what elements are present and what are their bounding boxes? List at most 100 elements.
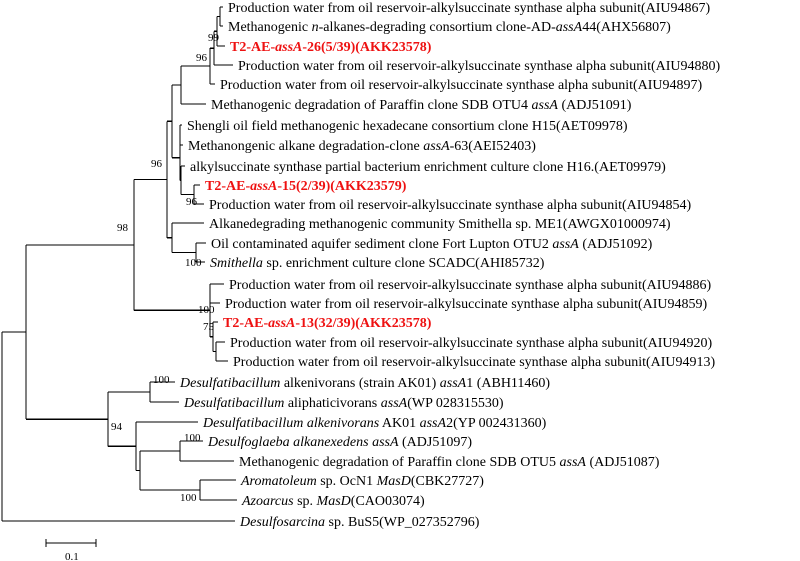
leaf-label-10: T2-AE-assA-15(2/39)(AKK23579): [205, 179, 407, 194]
leaf-label-25-part-1: Aromatoleum: [240, 474, 317, 489]
leaf-label-25: Aromatoleum sp. OcN1 MasD(CBK27727): [240, 474, 484, 489]
leaf-label-13: Oil contaminated aquifer sediment clone …: [211, 237, 653, 252]
leaf-label-20-part-1: Desulfatibacillum: [179, 376, 280, 391]
leaf-label-21: Desulfatibacillum aliphaticivorans assA(…: [183, 396, 504, 411]
bootstrap-value-9: 100: [153, 374, 170, 386]
bootstrap-value-11: 100: [184, 432, 201, 444]
leaf-label-25-part-2: sp. OcN1: [317, 474, 377, 489]
leaf-label-2-part-4: assA: [556, 20, 583, 35]
leaf-label-26: Azoarcus sp. MasD(CAO03074): [241, 494, 425, 509]
bootstrap-value-6: 100: [185, 257, 202, 269]
leaf-label-26-part-1: Azoarcus: [241, 494, 294, 509]
leaf-label-8-part-2: assA: [423, 139, 450, 154]
leaf-label-23-part-1: Desulfoglaeba alkanexedens assA: [207, 435, 399, 450]
leaf-label-12: Alkanedegrading methanogenic community S…: [209, 217, 671, 232]
leaf-label-15-part-1: Production water from oil reservoir-alky…: [229, 278, 712, 293]
leaf-label-22-part-1: Desulfatibacillum alkenivorans: [202, 416, 380, 431]
leaf-label-6-part-2: assA: [532, 98, 559, 113]
leaf-label-2-part-1: Methanogenic: [228, 20, 312, 35]
leaf-label-21-part-3: assA: [381, 396, 408, 411]
leaf-label-19: Production water from oil reservoir-alky…: [233, 355, 716, 370]
leaf-label-24-part-1: Methanogenic degradation of Paraffin clo…: [239, 455, 560, 470]
leaf-label-17-part-2: assA: [268, 316, 295, 331]
leaf-label-25-part-3: MasD: [376, 474, 411, 489]
leaf-label-17-part-1: T2-AE-: [223, 316, 268, 331]
leaf-label-6: Methanogenic degradation of Paraffin clo…: [211, 98, 632, 113]
leaf-label-8-part-1: Methanongenic alkane degradation-clone: [188, 139, 423, 154]
tree-branches: [1, 6, 237, 522]
scale-bar: 0.1: [45, 539, 97, 561]
leaf-label-8: Methanongenic alkane degradation-clone a…: [188, 139, 536, 154]
leaf-label-3-part-1: T2-AE-: [230, 40, 275, 55]
leaf-label-21-part-4: (WP 028315530): [407, 396, 504, 411]
leaf-label-9-part-1: alkylsuccinate synthase partial bacteriu…: [190, 160, 666, 175]
leaf-label-5: Production water from oil reservoir-alky…: [220, 78, 703, 93]
bootstrap-value-3: 96: [151, 158, 163, 170]
leaf-label-4-part-1: Production water from oil reservoir-alky…: [238, 59, 721, 74]
leaf-label-1: Production water from oil reservoir-alky…: [228, 1, 711, 16]
leaf-label-17-part-3: -13(32/39)(AKK23578): [295, 316, 431, 331]
leaf-label-6-part-1: Methanogenic degradation of Paraffin clo…: [211, 98, 532, 113]
bootstrap-value-8: 75: [203, 321, 215, 333]
leaf-label-14-part-2: sp. enrichment culture clone SCADC(AHI85…: [263, 256, 545, 271]
leaf-label-9: alkylsuccinate synthase partial bacteriu…: [190, 160, 666, 175]
bootstrap-value-5: 98: [117, 222, 129, 234]
leaf-label-24-part-2: assA: [560, 455, 587, 470]
leaf-label-7: Shengli oil field methanogenic hexadecan…: [187, 119, 628, 134]
leaf-label-24-part-3: (ADJ51087): [586, 455, 660, 470]
leaf-label-10-part-2: assA: [250, 179, 277, 194]
leaf-label-26-part-2: sp.: [294, 494, 317, 509]
leaf-label-14-part-1: Smithella: [210, 256, 263, 271]
leaf-label-20-part-3: assA: [440, 376, 467, 391]
leaf-label-10-part-3: -15(2/39)(AKK23579): [277, 179, 406, 194]
leaf-label-11: Production water from oil reservoir-alky…: [209, 198, 692, 213]
bootstrap-value-7: 100: [198, 304, 215, 316]
leaf-label-26-part-3: MasD: [316, 494, 351, 509]
bootstrap-value-1: 99: [208, 32, 220, 44]
leaf-label-2-part-3: -alkanes-degrading consortium clone-AD-: [319, 20, 556, 35]
leaf-label-2-part-2: n: [312, 20, 319, 35]
bootstrap-value-4: 96: [186, 196, 198, 208]
leaf-label-26-part-4: (CAO03074): [351, 494, 425, 509]
leaf-label-22-part-4: 2(YP 002431360): [446, 416, 547, 431]
leaf-label-17: T2-AE-assA-13(32/39)(AKK23578): [223, 316, 432, 331]
leaf-label-3-part-3: -26(5/39)(AKK23578): [302, 40, 431, 55]
leaf-label-13-part-1: Oil contaminated aquifer sediment clone …: [211, 237, 552, 252]
leaf-label-16-part-1: Production water from oil reservoir-alky…: [225, 297, 708, 312]
tree-leaf-labels: Production water from oil reservoir-alky…: [179, 1, 721, 530]
scale-bar-label: 0.1: [65, 551, 79, 561]
leaf-label-7-part-1: Shengli oil field methanogenic hexadecan…: [187, 119, 628, 134]
leaf-label-21-part-1: Desulfatibacillum: [183, 396, 284, 411]
leaf-label-3-part-2: assA: [275, 40, 302, 55]
leaf-label-15: Production water from oil reservoir-alky…: [229, 278, 712, 293]
leaf-label-2: Methanogenic n-alkanes-degrading consort…: [228, 20, 671, 35]
leaf-label-2-part-5: 44(AHX56807): [582, 20, 671, 35]
leaf-label-4: Production water from oil reservoir-alky…: [238, 59, 721, 74]
leaf-label-10-part-1: T2-AE-: [205, 179, 250, 194]
bootstrap-value-12: 100: [180, 492, 197, 504]
leaf-label-1-part-1: Production water from oil reservoir-alky…: [228, 1, 711, 16]
leaf-label-18: Production water from oil reservoir-alky…: [230, 336, 713, 351]
leaf-label-8-part-3: -63(AEI52403): [450, 139, 537, 154]
leaf-label-22-part-2: AK01: [379, 416, 419, 431]
leaf-label-23-part-2: (ADJ51097): [399, 435, 473, 450]
leaf-label-20: Desulfatibacillum alkenivorans (strain A…: [179, 376, 550, 391]
leaf-label-14: Smithella sp. enrichment culture clone S…: [210, 256, 545, 271]
leaf-label-22: Desulfatibacillum alkenivorans AK01 assA…: [202, 416, 547, 431]
leaf-label-11-part-1: Production water from oil reservoir-alky…: [209, 198, 692, 213]
leaf-label-25-part-4: (CBK27727): [411, 474, 484, 489]
leaf-label-18-part-1: Production water from oil reservoir-alky…: [230, 336, 713, 351]
leaf-label-24: Methanogenic degradation of Paraffin clo…: [239, 455, 660, 470]
leaf-label-13-part-2: assA: [552, 237, 579, 252]
leaf-label-20-part-2: alkenivorans (strain AK01): [280, 376, 439, 391]
leaf-label-12-part-1: Alkanedegrading methanogenic community S…: [209, 217, 671, 232]
bootstrap-value-10: 94: [111, 421, 123, 433]
leaf-label-6-part-3: (ADJ51091): [558, 98, 632, 113]
leaf-label-27: Desulfosarcina sp. BuS5(WP_027352796): [239, 515, 480, 530]
leaf-label-16: Production water from oil reservoir-alky…: [225, 297, 708, 312]
leaf-label-22-part-3: assA: [420, 416, 447, 431]
leaf-label-19-part-1: Production water from oil reservoir-alky…: [233, 355, 716, 370]
leaf-label-21-part-2: aliphaticivorans: [284, 396, 380, 411]
